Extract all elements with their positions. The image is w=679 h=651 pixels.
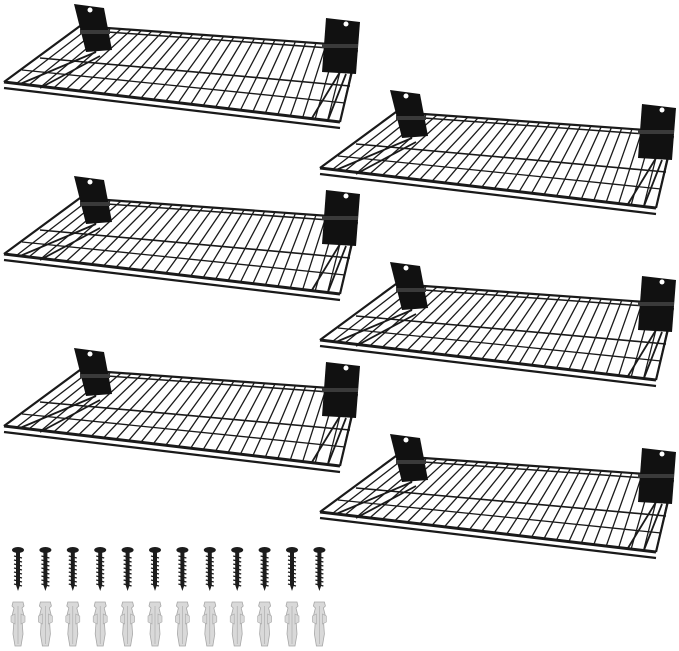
screw-icon	[66, 547, 79, 591]
wall-anchor-icon	[92, 601, 108, 647]
wall-anchor-icon	[229, 601, 245, 647]
wire-shelf-5	[3, 348, 360, 474]
screw-icon	[121, 547, 134, 591]
wall-anchor-icon	[147, 601, 163, 647]
shelf-cross-wires	[3, 369, 358, 467]
wire-shelf-4	[319, 262, 676, 388]
screw-icon	[176, 547, 189, 591]
screw-icon	[94, 547, 107, 591]
screw-icon	[313, 547, 326, 591]
wire-shelf-1	[3, 4, 360, 130]
shelf-cross-wires	[319, 111, 674, 209]
wire-shelf-6	[319, 434, 676, 560]
screw-icon	[286, 547, 298, 591]
wall-anchor-icon	[284, 601, 300, 647]
screw-icon	[39, 547, 52, 591]
screw-icon	[149, 547, 161, 591]
shelf-cross-wires	[319, 283, 674, 381]
wire-shelf-2	[319, 90, 676, 216]
wall-anchor-icon	[202, 601, 218, 647]
shelf-cross-wires	[319, 455, 674, 553]
screw-icon	[12, 547, 24, 591]
wall-anchor-icon	[312, 601, 327, 647]
shelf-cross-wires	[3, 197, 358, 295]
screw-icon	[258, 547, 271, 591]
wall-anchor-icon	[120, 601, 135, 647]
screw-icon	[203, 547, 216, 591]
shelf-cross-wires	[3, 25, 358, 123]
wire-shelf-3	[3, 176, 360, 302]
wall-anchor-icon	[175, 601, 190, 647]
anchors-row	[10, 601, 327, 647]
screws-row	[12, 547, 326, 591]
wall-anchor-icon	[38, 601, 53, 647]
wall-anchor-icon	[65, 601, 81, 647]
wall-anchor-icon	[10, 601, 26, 647]
screw-icon	[231, 547, 244, 591]
wall-anchor-icon	[257, 601, 272, 647]
